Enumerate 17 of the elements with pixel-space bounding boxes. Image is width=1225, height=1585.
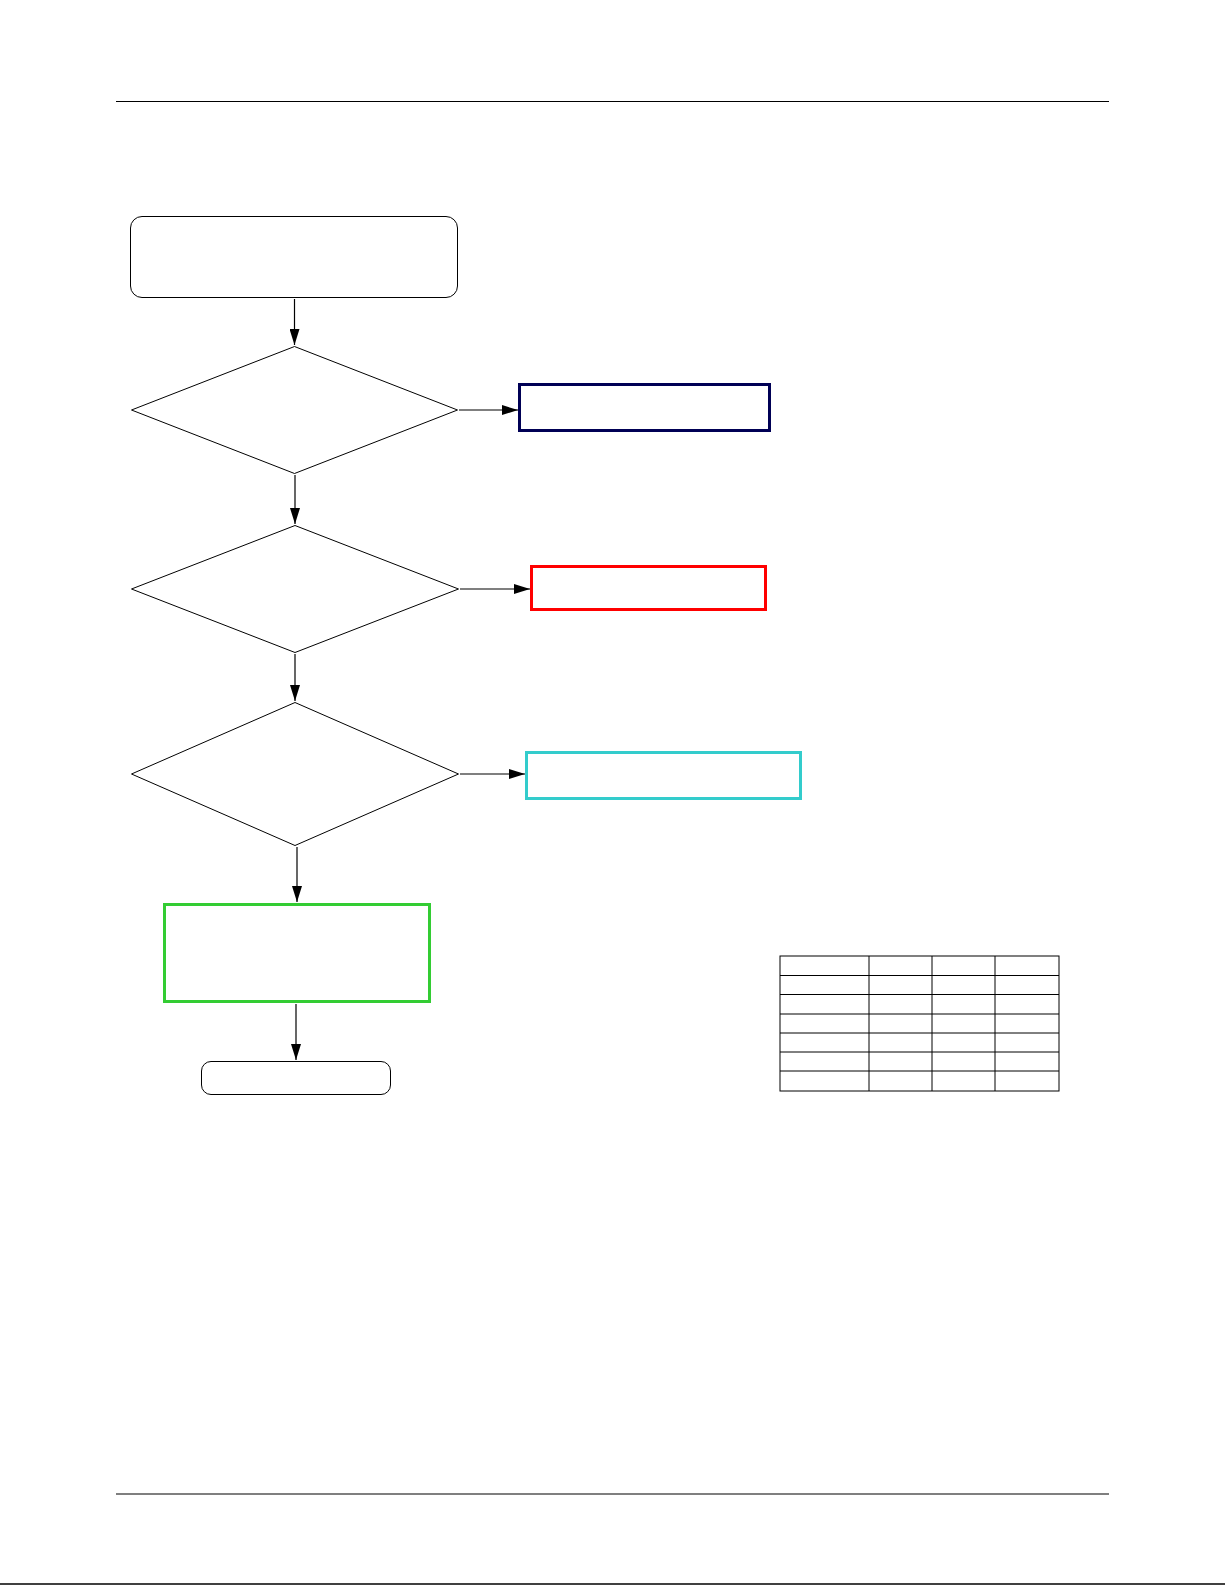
process-box xyxy=(518,383,771,432)
arrow xyxy=(458,405,519,415)
decision-diamond xyxy=(131,525,459,653)
arrow xyxy=(291,1003,301,1061)
arrow xyxy=(290,653,300,702)
process-box xyxy=(163,903,431,1003)
arrow xyxy=(290,474,300,525)
arrow xyxy=(292,846,302,903)
arrow xyxy=(289,298,300,346)
arrow xyxy=(459,769,526,779)
terminal-box xyxy=(201,1061,391,1095)
terminal-box xyxy=(130,216,458,298)
decision-diamond xyxy=(131,346,458,474)
arrow xyxy=(459,584,531,594)
process-box xyxy=(525,751,802,800)
process-box xyxy=(530,565,767,611)
decision-diamond xyxy=(131,702,459,846)
